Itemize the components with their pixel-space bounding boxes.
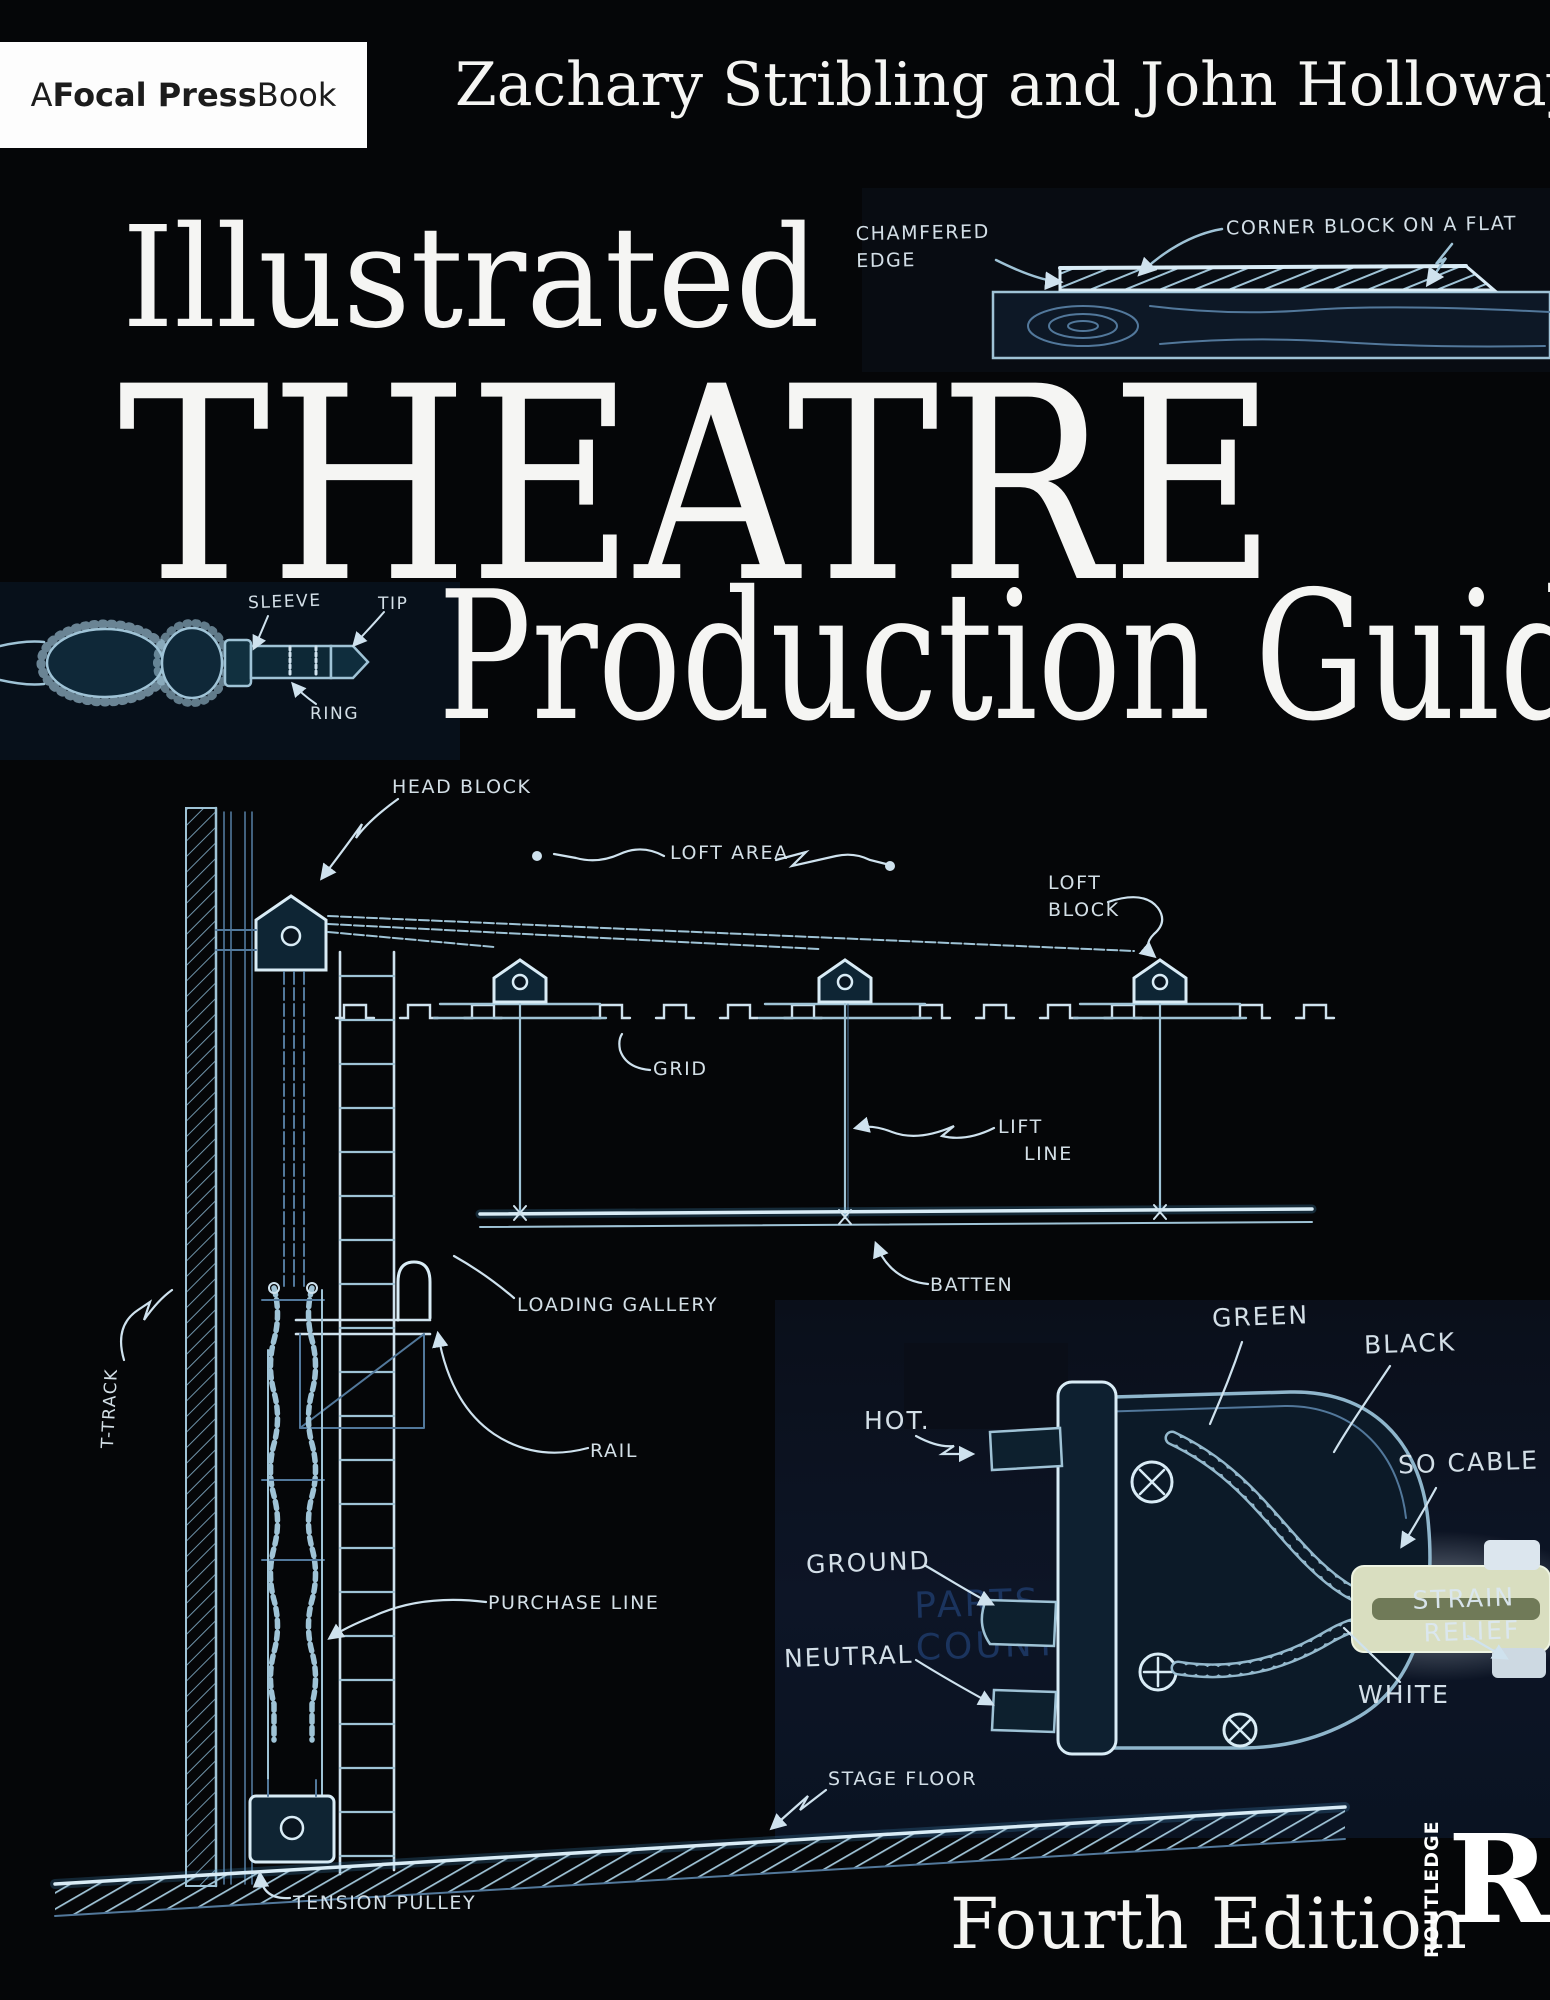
label-t-track: T-TRACK (97, 1367, 123, 1449)
label-loft-area: LOFT AREA (670, 842, 789, 864)
ground-prong (980, 1598, 1058, 1648)
label-black: BLACK (1363, 1327, 1457, 1360)
title-line-2: THEATRE (118, 330, 1277, 642)
title-line-3: Production Guide (438, 553, 1550, 760)
loft-blocks (492, 958, 1188, 1004)
label-tension-pulley: TENSION PULLEY (293, 1892, 477, 1914)
focal-press-badge: A Focal Press Book (0, 42, 367, 148)
label-green: GREEN (1211, 1300, 1310, 1333)
counterweight-drawing (50, 797, 1350, 1917)
stage-floor-shape (55, 1807, 1345, 1916)
label-grid: GRID (653, 1058, 708, 1080)
label-stage-floor: STAGE FLOOR (828, 1768, 978, 1790)
label-tip: TIP (378, 594, 409, 614)
title-line-1: Illustrated (122, 197, 820, 360)
label-batten: BATTEN (930, 1274, 1014, 1296)
label-ground: GROUND (805, 1545, 932, 1580)
label-corner-block: CORNER BLOCK ON A FLAT (1225, 212, 1518, 240)
label-loading-gallery: LOADING GALLERY (517, 1294, 719, 1316)
authors: Zachary Stribling and John Holloway (455, 50, 1550, 120)
tension-pulley-shape (248, 1779, 336, 1864)
routledge-name: ROUTLEDGE (1421, 1820, 1443, 1958)
label-rail: RAIL (590, 1440, 639, 1462)
label-white: WHITE (1358, 1680, 1450, 1709)
plug-drawing (904, 1340, 1550, 1756)
label-sleeve: SLEEVE (247, 590, 323, 614)
loading-gallery-shape (294, 1260, 432, 1429)
label-purchase-line: PURCHASE LINE (488, 1592, 660, 1614)
label-head-block: HEAD BLOCK (392, 776, 532, 798)
label-hot: HOT. (864, 1406, 931, 1435)
label-so-cable: SO CABLE (1397, 1445, 1540, 1480)
neutral-prong (990, 1688, 1058, 1734)
badge-brand: Focal Press (52, 76, 257, 114)
badge-suffix: Book (256, 76, 337, 114)
label-neutral: NEUTRAL (783, 1639, 914, 1674)
edition: Fourth Edition (950, 1883, 1467, 1965)
batten-line (478, 1207, 1314, 1216)
corner-block-drawing (991, 227, 1550, 360)
hot-prong (988, 1426, 1064, 1472)
label-ring: RING (310, 704, 360, 724)
grid-channels (334, 1003, 1336, 1020)
badge-prefix: A (30, 76, 53, 114)
audio-jack-drawing (0, 611, 385, 707)
routledge-mark-icon: R (1448, 1807, 1550, 1951)
ladder (338, 950, 396, 1876)
